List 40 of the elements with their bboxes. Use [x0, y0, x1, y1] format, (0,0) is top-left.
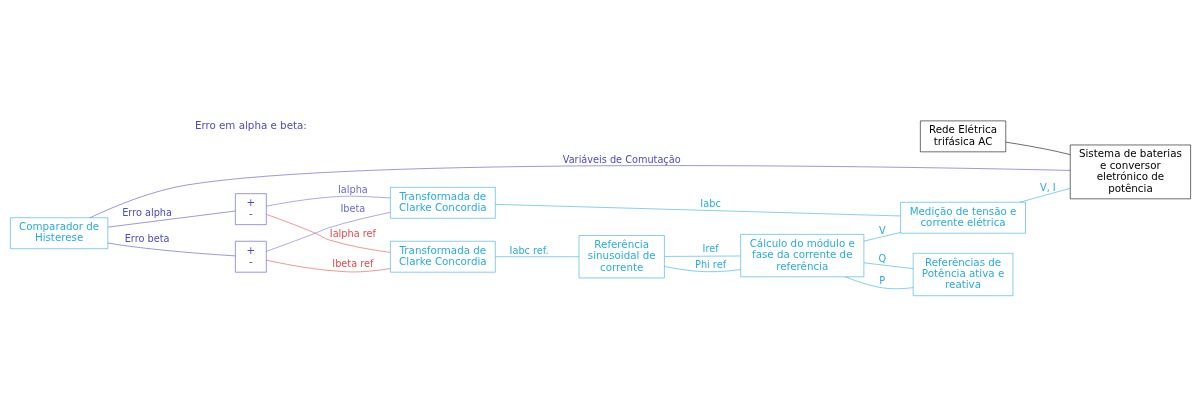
connector: [664, 255, 741, 257]
connector: [664, 266, 741, 273]
edge-label: Ialpha: [337, 184, 368, 196]
edge-label: Iabc ref.: [509, 244, 549, 256]
edge-label: Ibeta ref: [332, 258, 374, 270]
connector: [107, 210, 236, 228]
connector: [266, 259, 391, 273]
connector: [266, 195, 391, 207]
node-box: Transformada de Clarke Concordia: [390, 187, 496, 219]
edge-label: Ialpha ref: [329, 228, 376, 240]
edge-label: Variáveis de Comutação: [562, 154, 681, 166]
edge-label: Ibeta: [340, 203, 366, 215]
edge-label: V: [878, 224, 886, 236]
node-box: + -: [235, 240, 267, 273]
node-box: + -: [235, 193, 267, 225]
connector: [89, 165, 1071, 218]
connector: [1019, 188, 1071, 203]
edge-label: Iabc: [700, 197, 721, 209]
connector: [863, 232, 901, 242]
node-box: Medição de tensão e corrente elétrica: [900, 202, 1026, 234]
node-box: Transformada de Clarke Concordia: [390, 240, 496, 273]
edge-label: Erro beta: [124, 233, 170, 245]
connector: [863, 262, 914, 269]
connector: [495, 256, 580, 257]
node-box: Rede Elétrica trifásica AC: [920, 120, 1007, 153]
edge-label: V, I: [1040, 181, 1056, 193]
edge-label: Erro alpha: [122, 207, 172, 219]
node-box: Referências de Potência ativa e reativa: [912, 253, 1014, 296]
label: Erro em alpha e beta:: [194, 119, 307, 132]
connector: [845, 276, 914, 290]
edge-label: P: [879, 275, 886, 287]
edge-label: Phi ref: [695, 258, 727, 270]
node-box: Referência sinusoidal de corrente: [578, 235, 665, 279]
node-box: Comparador de Histerese: [10, 217, 109, 249]
node-box: Cálculo do módulo e fase da corrente de referência: [740, 234, 865, 278]
connector: [107, 242, 236, 257]
edge-label: Q: [878, 252, 887, 264]
node-box: Sistema de baterias e conversor eletrónico de potência: [1069, 144, 1191, 200]
connector: [495, 204, 901, 217]
edge-label: Iref: [702, 243, 719, 255]
